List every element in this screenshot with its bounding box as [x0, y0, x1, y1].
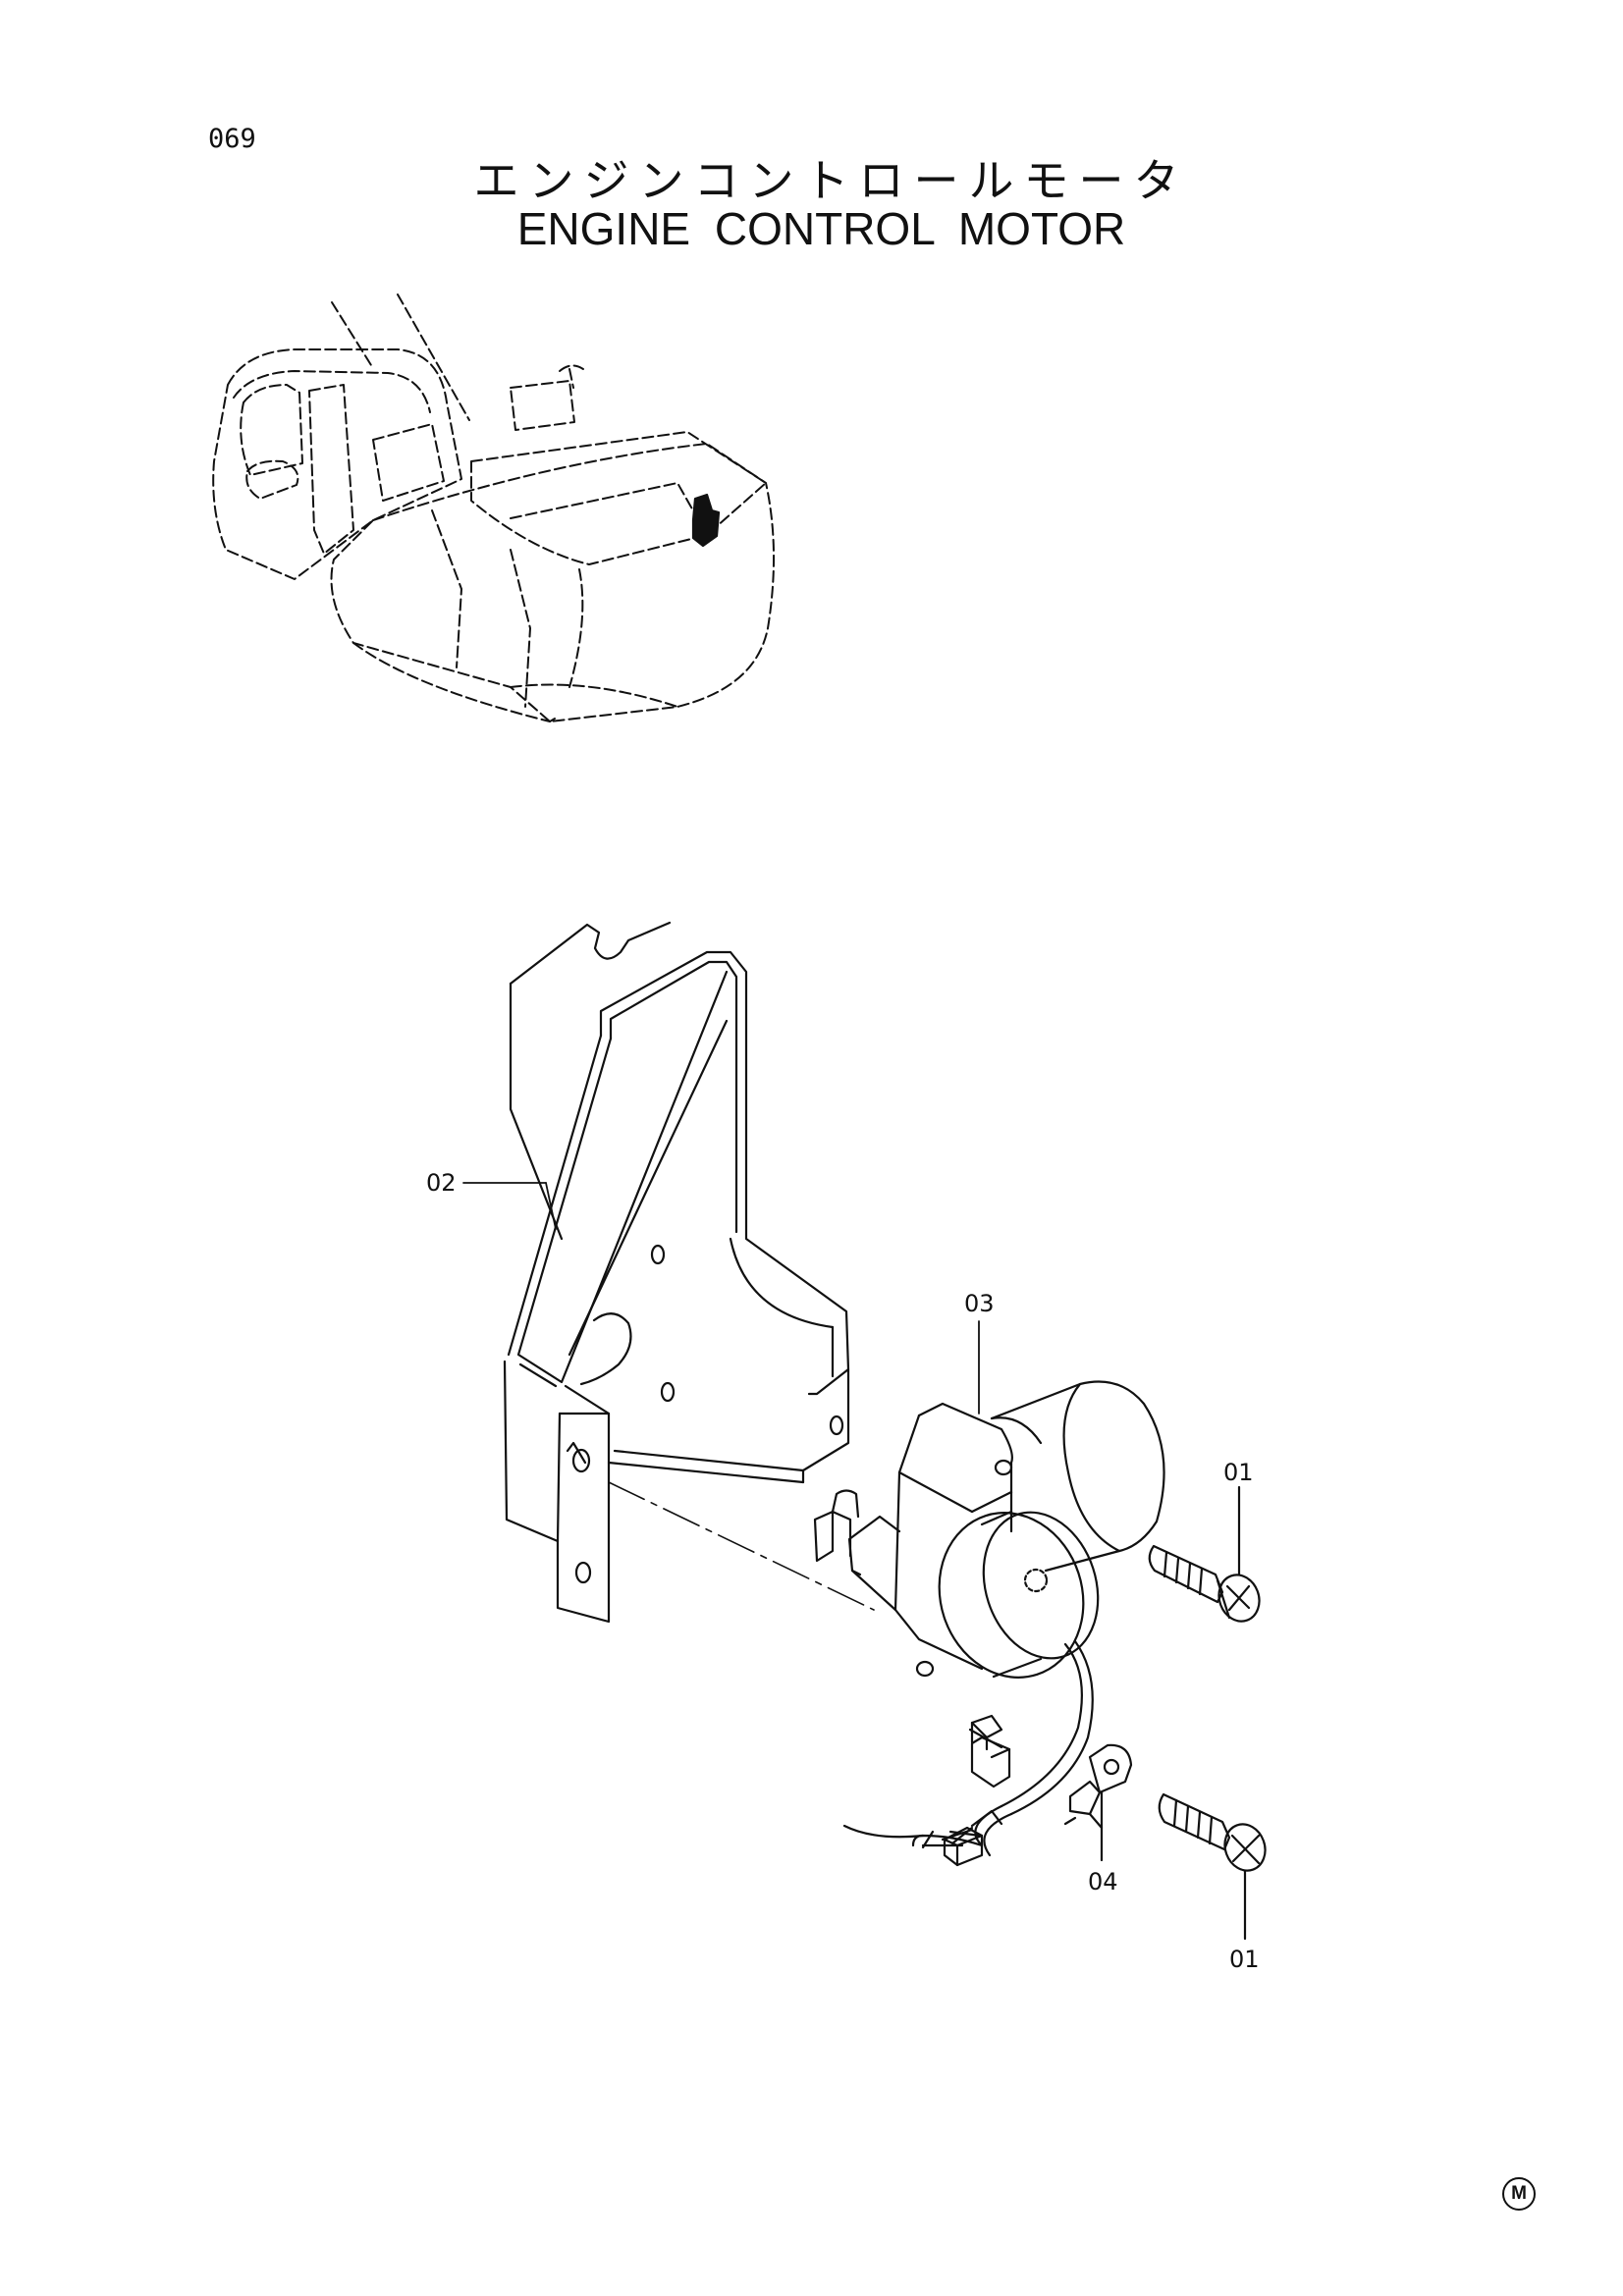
callout-04: 04 — [1088, 1868, 1118, 1896]
leader-lines — [462, 1182, 980, 1415]
corner-mark-icon: M — [1502, 2177, 1536, 2211]
location-marker-icon — [691, 493, 721, 548]
title-english: ENGINE CONTROL MOTOR — [516, 203, 1126, 254]
callout-03: 03 — [964, 1290, 995, 1317]
bracket-part-02 — [503, 921, 875, 1624]
callout-01-top: 01 — [1223, 1459, 1254, 1486]
callout-02: 02 — [426, 1169, 457, 1197]
title-japanese: エンジンコントロールモータ — [473, 154, 1189, 207]
callout-01-bottom: 01 — [1229, 1946, 1260, 1973]
excavator-overview — [212, 294, 776, 722]
motor-part-03 — [813, 1380, 1165, 1867]
bolt-part-01-top — [1148, 1485, 1261, 1623]
page-number: 069 — [208, 124, 256, 154]
bolt-part-01-bottom — [1158, 1792, 1267, 1941]
clip-part-04 — [1063, 1743, 1133, 1862]
